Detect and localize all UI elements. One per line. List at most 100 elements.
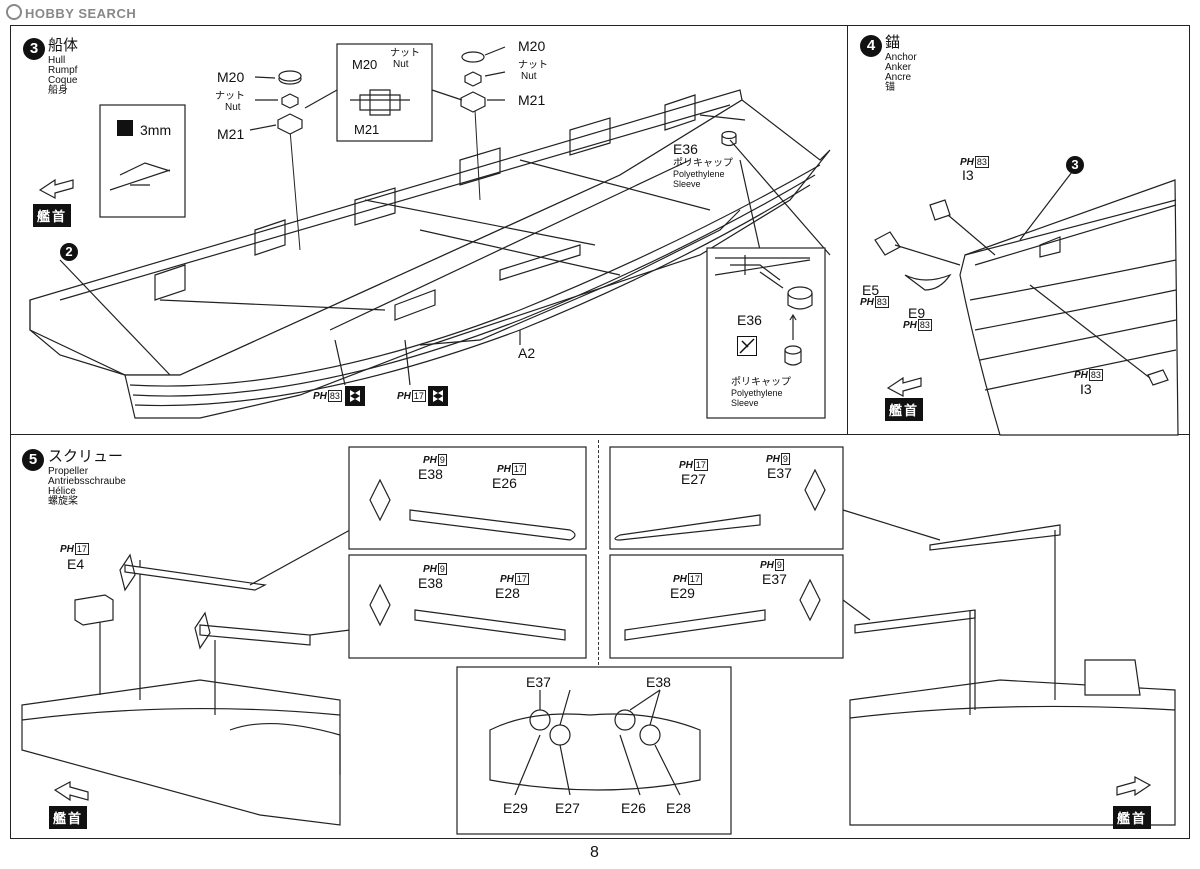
part-nut-en-right: Nut [521,71,537,82]
part-m21-right: M21 [518,92,546,108]
paint-code: PH [60,544,74,555]
bow-label-step5-right: 艦首 [1104,806,1160,829]
cutter-icon-inset [737,336,757,356]
paint-number: 17 [693,459,708,471]
inset-e36: E36 [737,312,762,328]
step4-sub-de: Anker [885,62,912,73]
drill-size: 3mm [140,122,172,138]
part-a2: A2 [518,345,536,361]
bow-label-step5-left: 艦首 [40,806,96,829]
step5-number: 5 [22,449,44,471]
paint-code: PH [1074,370,1088,381]
paint-number: 83 [917,319,932,331]
part-e38-box1: E38 [418,466,443,482]
part-e4: E4 [67,556,85,572]
polycap-en2: Sleeve [673,179,701,189]
paint-number: 17 [514,573,529,585]
center-e28: E28 [666,800,691,816]
mask-icon-2 [428,386,448,406]
step3-title: 船体 [48,37,79,54]
paint-number: 9 [780,453,790,465]
paint-number: 83 [327,390,342,402]
part-e27-box3: E27 [681,471,706,487]
step4-sub-fr: Ancre [885,72,912,83]
detail-m20: M20 [352,57,378,72]
detail-nut-en: Nut [393,59,409,70]
center-e29: E29 [503,800,528,816]
inset-polycap-en1: Polyethylene [731,388,783,398]
paint-code: PH [423,455,437,466]
paint-number: 83 [1088,369,1103,381]
paint-code: PH [313,391,327,402]
center-e38: E38 [646,674,671,690]
drill-icon [117,120,133,136]
step5-title: スクリュー [48,448,124,465]
part-i3-top: I3 [962,167,974,183]
paint-number: 17 [687,573,702,585]
paint-number: 17 [74,543,89,555]
detail-m21: M21 [354,122,380,137]
paint-code: PH [423,564,437,575]
part-m21-left: M21 [217,126,245,142]
paint-code: PH [500,574,514,585]
part-i3-bottom: I3 [1080,381,1092,397]
step3-sub-en: Hull [48,55,66,66]
paint-code: PH [497,464,511,475]
step5-panel [10,434,1190,839]
step4-number: 4 [860,35,882,57]
inset-polycap-en2: Sleeve [731,398,759,408]
paint-number: 17 [411,390,426,402]
step5-sub-en: Propeller [48,466,89,477]
part-nut-ja-left: ナット [215,91,245,102]
step3-sub-zh: 船身 [48,85,68,96]
part-nut-en-left: Nut [225,102,241,113]
paint-code: PH [760,560,774,571]
bow-label-step3: 艦首 [24,204,80,227]
mask-icon-1 [345,386,365,406]
step3-sub-de: Rumpf [48,65,78,76]
logo-icon [6,4,22,20]
step5-sub-zh: 螺旋桨 [48,496,78,507]
inset-polycap-ja: ポリキャップ [731,377,791,388]
part-e37-box4: E37 [762,571,787,587]
watermark-logo: HOBBY SEARCH [6,4,136,21]
part-m20-right: M20 [518,38,546,54]
center-e27: E27 [555,800,580,816]
paint-number: 83 [974,156,989,168]
part-e38-box2: E38 [418,575,443,591]
paint-number: 83 [874,296,889,308]
step3-sub-fr: Coque [48,75,78,86]
watermark-text: HOBBY SEARCH [25,6,137,21]
center-e37: E37 [526,674,551,690]
step4-title: 錨 [885,34,901,51]
page-number: 8 [590,844,599,861]
detail-nut-ja: ナット [390,48,420,59]
polycap-en1: Polyethylene [673,169,725,179]
paint-code: PH [673,574,687,585]
paint-code: PH [860,297,874,308]
paint-number: 9 [437,454,447,466]
step5-divider [598,440,599,665]
step4-sub-zh: 锚 [885,82,895,93]
paint-code: PH [679,460,693,471]
bow-label-step4: 艦首 [876,398,932,421]
center-e26: E26 [621,800,646,816]
polycap-ja: ポリキャップ [673,158,733,169]
step5-sub-de: Antriebsschraube [48,476,126,487]
paint-number: 17 [511,463,526,475]
step3-number: 3 [23,38,45,60]
